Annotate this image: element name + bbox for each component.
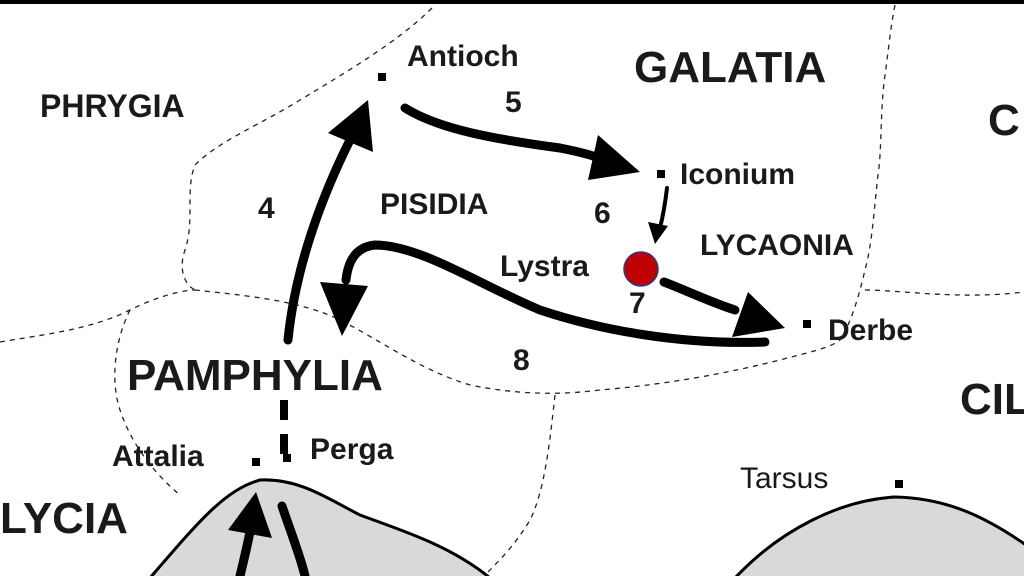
- city-label-derbe: Derbe: [828, 314, 913, 347]
- sea-area-west: [146, 478, 495, 580]
- attalia-marker: [252, 458, 260, 466]
- route-arrival-arrowhead: [228, 492, 272, 538]
- region-label-pisidia: PISIDIA: [380, 188, 488, 221]
- region-label-cilicia-partial: CIL: [960, 375, 1024, 424]
- derbe-marker: [803, 320, 811, 328]
- province-borders: [0, 4, 1024, 576]
- route-step-7: [659, 277, 740, 315]
- region-label-pamphylia: PAMPHYLIA: [127, 351, 383, 400]
- city-label-attalia: Attalia: [112, 440, 204, 473]
- route-step-label-4: 4: [258, 192, 275, 225]
- journey-routes: [228, 100, 785, 581]
- route-8-arrowhead: [320, 282, 368, 336]
- city-label-tarsus: Tarsus: [740, 462, 828, 495]
- lystra-highlight-marker: [623, 251, 659, 287]
- route-step-label-8: 8: [513, 344, 530, 377]
- route-departure-to-sea: [277, 501, 310, 581]
- border-phrygia-lycia: [0, 289, 196, 343]
- route-7-arrowhead: [732, 292, 785, 337]
- route-step-6: [658, 186, 669, 230]
- route-step-label-7: 7: [629, 287, 646, 320]
- city-label-lystra: Lystra: [500, 250, 589, 283]
- route-5-arrowhead: [588, 135, 640, 180]
- route-4-arrowhead: [328, 100, 373, 152]
- perga-marker: [283, 454, 291, 462]
- region-label-lycia: LYCIA: [0, 494, 128, 543]
- city-label-iconium: Iconium: [680, 158, 795, 191]
- route-6-arrowhead: [648, 222, 668, 244]
- tarsus-marker: [895, 480, 903, 488]
- region-label-cappadocia-partial: C: [988, 96, 1020, 145]
- region-label-lycaonia: LYCAONIA: [700, 229, 854, 262]
- city-label-perga: Perga: [310, 433, 394, 466]
- route-step-4: [283, 135, 355, 345]
- route-step-label-5: 5: [505, 86, 522, 119]
- city-markers: [252, 73, 903, 488]
- route-step-label-6: 6: [594, 197, 611, 230]
- iconium-marker: [657, 170, 665, 178]
- route-step-5: [400, 103, 603, 163]
- border-pamphylia-west: [114, 309, 181, 496]
- border-lycaonia-cilicia: [864, 289, 1024, 296]
- border-galatia-east: [839, 4, 896, 341]
- border-phrygia-galatia: [181, 7, 433, 291]
- sea-area-east: [731, 495, 1024, 580]
- region-label-phrygia: PHRYGIA: [40, 88, 185, 124]
- region-label-galatia: GALATIA: [634, 43, 826, 92]
- city-label-antioch: Antioch: [407, 40, 519, 73]
- route-step-8: [341, 240, 770, 347]
- antioch-marker: [378, 73, 386, 81]
- border-pamphylia-east: [484, 394, 556, 576]
